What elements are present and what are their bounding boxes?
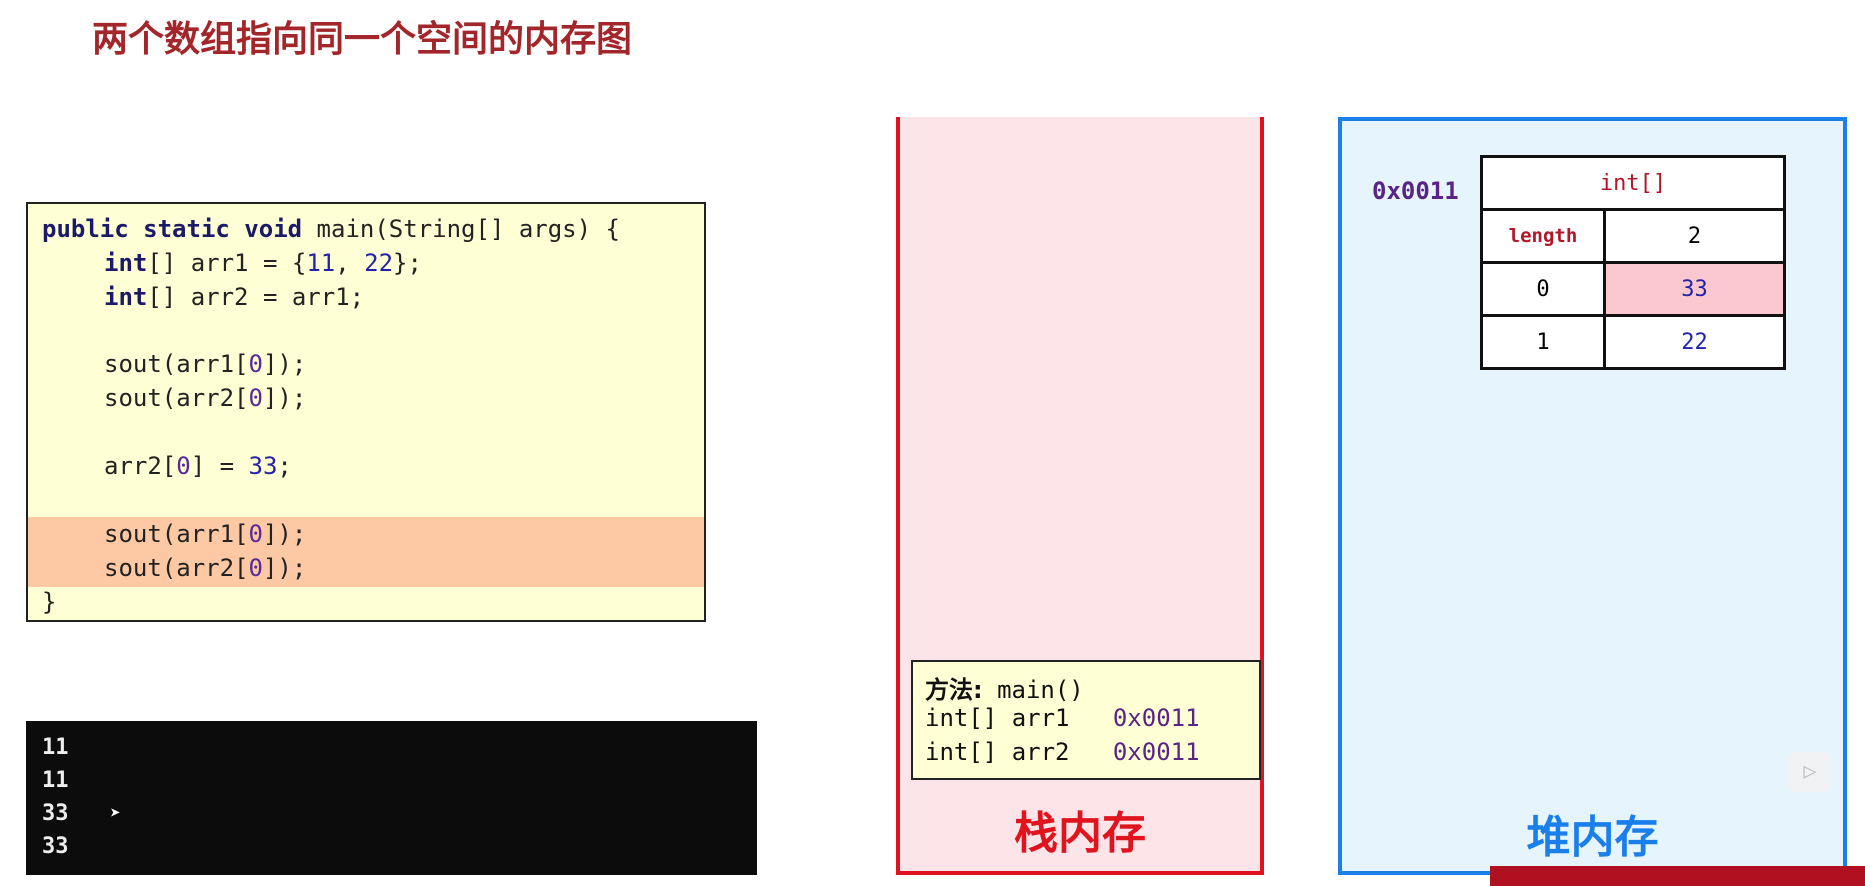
bilibili-play-icon[interactable]: ▷ [1788,752,1832,792]
array-value: 33 [1603,261,1786,317]
code-line: int[] arr2 = arr1; [104,283,365,311]
console-line: 11 [42,768,69,793]
highlighted-lines [28,517,704,587]
code-line: int[] arr1 = {11, 22}; [104,249,422,277]
code-line: sout(arr1[0]); [104,350,307,378]
console-line: 33 [42,834,69,859]
mouse-cursor-icon: ➤ [110,803,121,824]
code-block: public static void main(String[] args) {… [26,202,706,622]
code-line: sout(arr1[0]); [104,520,307,548]
length-label: length [1480,208,1606,264]
code-line: arr2[0] = 33; [104,452,292,480]
stack-frame-main: 方法: main() int[] arr1 0x0011 int[] arr2 … [911,660,1261,780]
array-index: 0 [1480,261,1606,317]
array-index: 1 [1480,314,1606,370]
stack-label: 栈内存 [1014,808,1146,859]
console-output: 11 11 33 33 ➤ [26,721,757,875]
console-line: 11 [42,735,69,760]
code-line: sout(arr2[0]); [104,384,307,412]
watermark-banner [1490,866,1865,886]
code-line: } [42,588,57,616]
console-line: 33 [42,801,69,826]
stack-memory: 方法: main() int[] arr1 0x0011 int[] arr2 … [896,117,1264,875]
page-title: 两个数组指向同一个空间的内存图 [92,19,633,60]
array-type: int[] [1480,155,1786,211]
code-line: public static void main(String[] args) { [42,215,620,243]
length-value: 2 [1603,208,1786,264]
heap-label: 堆内存 [1526,812,1659,863]
code-line: sout(arr2[0]); [104,554,307,582]
heap-address: 0x0011 [1372,177,1459,205]
array-value: 22 [1603,314,1786,370]
